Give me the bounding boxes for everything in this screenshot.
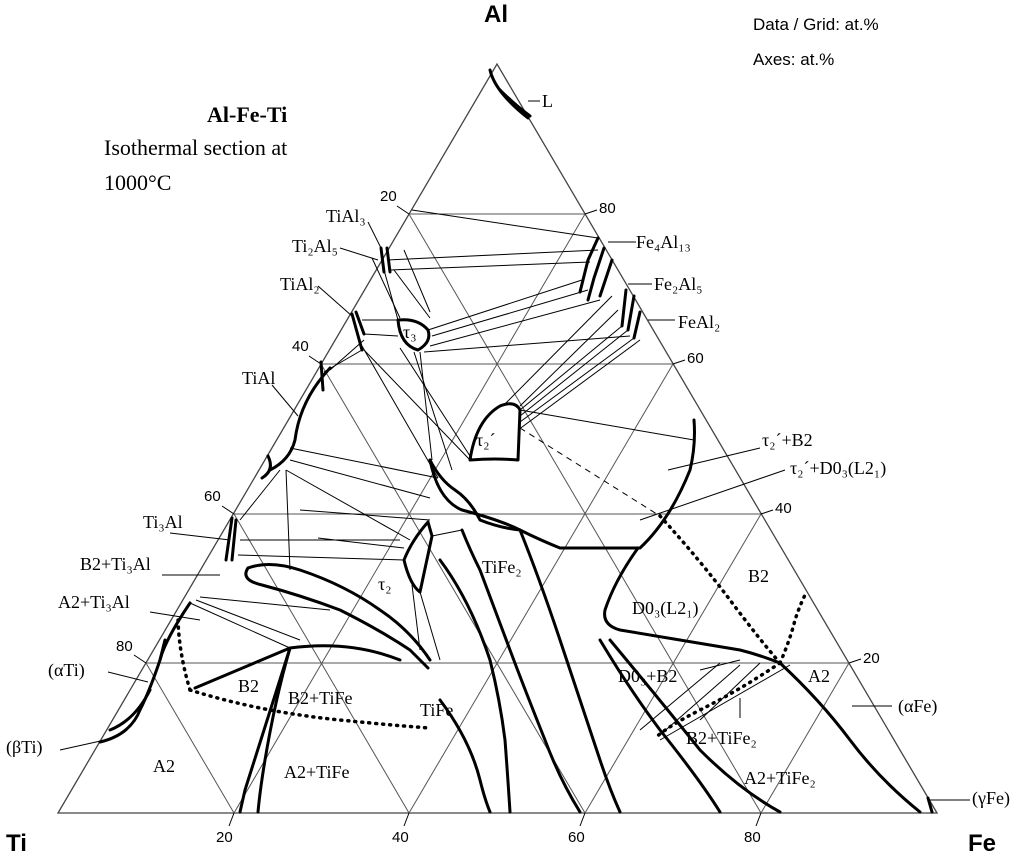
label-B2-Ti3Al: B2+Ti₃Al [80, 554, 151, 574]
tick-bottom-60: 60 [568, 829, 585, 846]
diagram-subtitle-1: Isothermal section at [104, 135, 287, 160]
label-tau3: τ₃ [403, 322, 417, 342]
label-Fe2Al5: Fe₂Al₅ [654, 274, 703, 294]
label-Ti3Al: Ti₃Al [143, 512, 183, 532]
tick-bottom-20: 20 [216, 829, 233, 846]
label-B2-left: B2 [238, 676, 259, 696]
tick-left-40: 40 [292, 338, 309, 355]
label-A2-Ti3Al: A2+Ti₃Al [58, 592, 130, 612]
label-alphaFe: (αFe) [898, 696, 937, 717]
tie-lines [189, 209, 791, 741]
diagram-title: Al-Fe-Ti [207, 102, 287, 127]
label-B2-TiFe: B2+TiFe [288, 688, 353, 708]
label-TiAl: TiAl [242, 368, 275, 388]
label-D03: D0₃(L2₁) [632, 598, 699, 619]
label-alphaTi: (αTi) [48, 660, 85, 681]
label-TiAl2: TiAl₂ [280, 274, 320, 294]
label-B2-TiFe2: B2+TiFe₂ [686, 728, 757, 748]
tick-right-40: 40 [775, 500, 792, 517]
tick-right-80: 80 [599, 200, 616, 217]
label-A2-TiFe2: A2+TiFe₂ [744, 768, 816, 788]
label-tau2-prime: τ₂´ [476, 430, 496, 450]
label-tau2p-B2: τ₂´+B2 [762, 430, 813, 450]
label-tau2: τ₂ [378, 574, 392, 594]
tick-right-60: 60 [687, 350, 704, 367]
tick-bottom-40: 40 [392, 829, 409, 846]
leader-lines [59, 100, 970, 801]
label-A2-TiFe: A2+TiFe [284, 762, 350, 782]
triangle-frame [56, 62, 939, 814]
phase-boundaries [98, 68, 934, 814]
label-betaTi: (βTi) [6, 737, 43, 758]
label-TiFe: TiFe [420, 700, 453, 720]
info-data-grid: Data / Grid: at.% [753, 15, 879, 34]
corner-label-top: Al [484, 1, 508, 28]
label-Fe4Al13: Fe₄Al₁₃ [636, 232, 691, 252]
info-axes: Axes: at.% [753, 50, 834, 69]
label-A2-left: A2 [153, 756, 175, 776]
label-gammaFe: (γFe) [972, 788, 1010, 809]
corner-label-right: Fe [968, 830, 996, 857]
tick-stubs [133, 205, 862, 827]
corner-label-left: Ti [6, 830, 27, 857]
diagram-subtitle-2: 1000°C [104, 170, 171, 195]
label-TiFe2: TiFe₂ [482, 557, 522, 577]
label-FeAl2: FeAl₂ [678, 312, 720, 332]
label-D03-B2: D0₃+B2 [618, 666, 677, 686]
label-Ti2Al5: Ti₂Al₅ [292, 236, 338, 256]
label-L: L [542, 91, 553, 111]
tick-bottom-80: 80 [744, 829, 761, 846]
tick-right-20: 20 [863, 650, 880, 667]
label-TiAl3: TiAl₃ [326, 206, 366, 226]
tick-left-60: 60 [204, 488, 221, 505]
label-tau2p-D03: τ₂´+D0₃(L2₁) [790, 458, 886, 479]
tick-left-20: 20 [380, 188, 397, 205]
phase-labels: L TiAl₃ Ti₂Al₅ TiAl₂ TiAl Ti₃Al B2+Ti₃Al… [6, 91, 1010, 809]
tick-left-80: 80 [116, 638, 133, 655]
label-B2-right: B2 [748, 566, 769, 586]
grid-horizontal [146, 213, 849, 664]
label-A2-right: A2 [808, 666, 830, 686]
dashed-boundary [519, 427, 661, 517]
dotted-boundaries [176, 514, 807, 740]
